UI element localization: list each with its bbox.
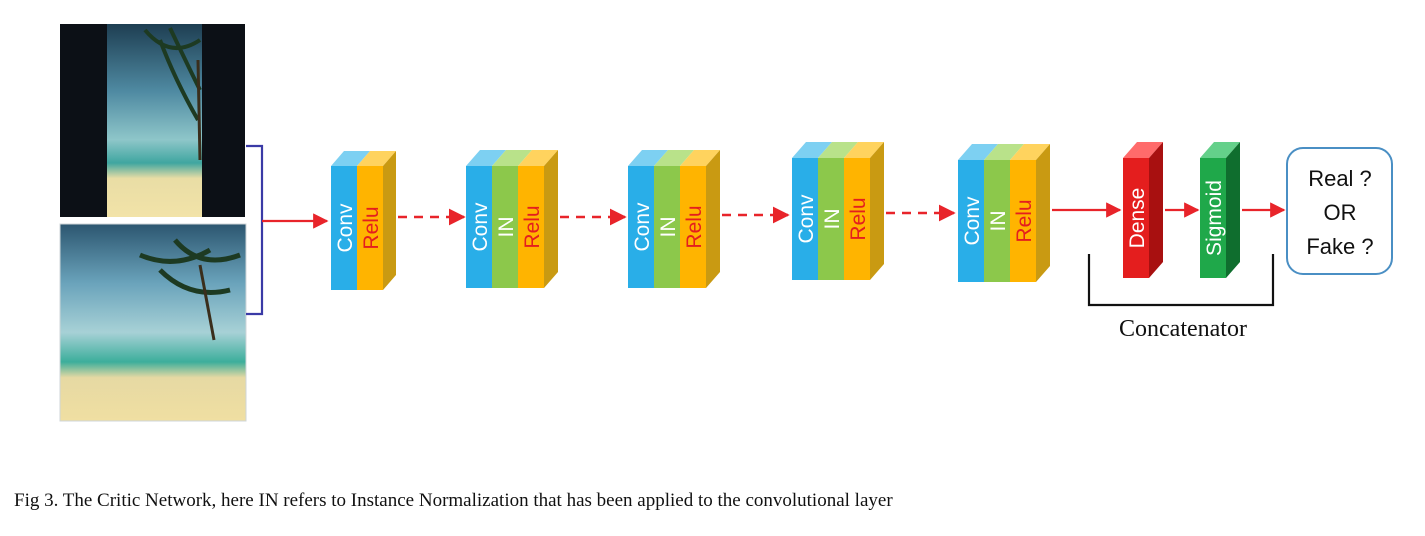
block4-conv-in-relu (792, 142, 884, 280)
block5-conv-in-relu (958, 144, 1050, 282)
concatenator-label: Concatenator (1119, 316, 1247, 342)
block2-in-label: IN (495, 217, 518, 238)
dense-layer (1123, 142, 1163, 278)
dense-label: Dense (1126, 188, 1149, 249)
block2-conv-in-relu (466, 150, 558, 288)
block2-conv-label: Conv (469, 202, 492, 252)
output-real-text: Real ? (1308, 166, 1372, 191)
block1-conv-relu (331, 151, 396, 290)
block4-conv-label: Conv (795, 194, 818, 244)
block3-conv-in-relu (628, 150, 720, 288)
output-or-text: OR (1324, 200, 1357, 225)
sigmoid-label: Sigmoid (1203, 180, 1226, 256)
input-bracket (246, 144, 264, 316)
block3-conv-label: Conv (631, 202, 654, 252)
block5-conv-label: Conv (961, 196, 984, 246)
block4-in-label: IN (821, 209, 844, 230)
block5-relu-label: Relu (1013, 199, 1036, 242)
block5-in-label: IN (987, 211, 1010, 232)
block1-conv-label: Conv (334, 203, 357, 253)
output-fake-text: Fake ? (1306, 234, 1373, 259)
block1-relu-label: Relu (360, 206, 383, 249)
input-image-real (60, 24, 245, 217)
figure-caption: Fig 3. The Critic Network, here IN refer… (14, 490, 893, 511)
output-box (1286, 147, 1393, 275)
sigmoid-layer (1200, 142, 1240, 278)
concatenator-bracket (1087, 254, 1275, 307)
block2-relu-label: Relu (521, 205, 544, 248)
block4-relu-label: Relu (847, 197, 870, 240)
input-image-generated (59, 223, 247, 422)
palm-tree-icon (139, 238, 241, 295)
block3-relu-label: Relu (683, 205, 706, 248)
block3-in-label: IN (657, 217, 680, 238)
